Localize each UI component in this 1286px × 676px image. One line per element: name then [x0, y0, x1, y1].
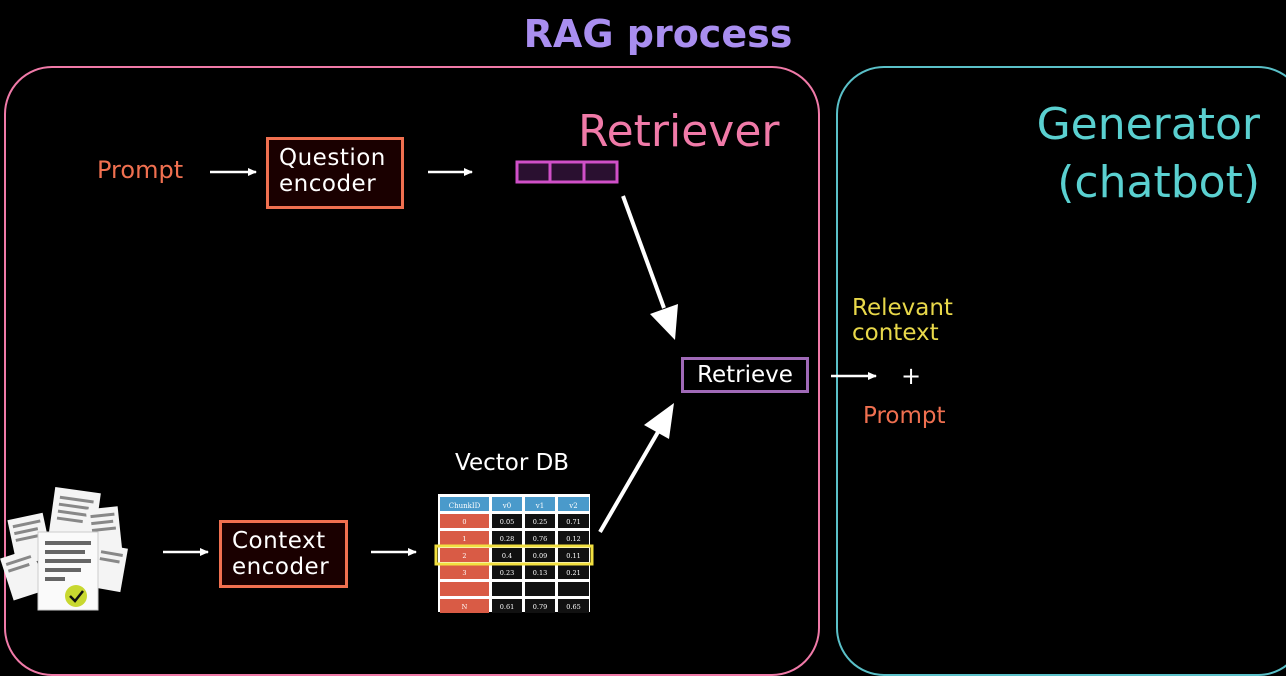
- vector-db-header-text: v0: [502, 502, 511, 510]
- vector-db-cell: [440, 531, 489, 545]
- question-encoder-line1: Question: [279, 145, 386, 171]
- arrow-vector-to-retrieve: [621, 195, 678, 340]
- vector-db-cell-text: 0.65: [566, 603, 580, 611]
- vector-db-label: Vector DB: [455, 450, 570, 476]
- vector-db-cell-text: 0.25: [533, 518, 547, 526]
- documents-icon: [0, 487, 128, 611]
- vector-db-cell: [492, 582, 522, 596]
- vector-db-header-cell: [558, 497, 589, 511]
- vector-db-table: ChunkID v0 v1 v2 0 0.05 0.25 0.71 1 0.28 0.76 0.12 2…: [434, 494, 594, 613]
- output-prompt-label: Prompt: [863, 403, 946, 429]
- vector-db-cell-text: 0.12: [566, 535, 580, 543]
- generator-label: Generator (chatbot): [1037, 96, 1260, 212]
- vector-db-cell: [558, 599, 589, 613]
- vector-db-highlight-row: [434, 544, 594, 566]
- vector-db-cell: [440, 582, 489, 596]
- prompt-input-label: Prompt: [97, 156, 184, 184]
- vector-db-cell: [558, 514, 589, 528]
- context-encoder-box: Context encoder: [219, 520, 348, 588]
- context-encoder-line1: Context: [232, 528, 326, 554]
- vector-db-cell: [440, 599, 489, 613]
- vector-db-header-cell: [440, 497, 489, 511]
- retriever-label: Retriever: [578, 106, 780, 157]
- vector-db-cell: [440, 548, 489, 562]
- vector-db-cell: [440, 514, 489, 528]
- relevant-context-line1: Relevant: [852, 295, 953, 321]
- diagram-graphics: ChunkID v0 v1 v2 0 0.05 0.25 0.71 1 0.28 0.76 0.12 2…: [0, 160, 877, 613]
- vector-db-header-cell: [492, 497, 522, 511]
- arrow-vectordb-to-retrieve: [598, 403, 674, 534]
- vector-db-cell-text: 2: [462, 552, 466, 560]
- vector-db-cell-text: 0.28: [500, 535, 514, 543]
- vector-db-cell: [525, 548, 555, 562]
- vector-db-cell-text: 0.61: [500, 603, 514, 611]
- vector-db-cell-text: 0.11: [566, 552, 580, 560]
- vector-db-cell: [558, 582, 589, 596]
- plus-sign: +: [901, 362, 922, 390]
- vector-db-header-text: ChunkID: [449, 502, 481, 510]
- vector-db-cell-text: 0.09: [533, 552, 547, 560]
- vector-db-cell: [440, 565, 489, 579]
- vector-db-cell-text: 0.4: [502, 552, 512, 560]
- vector-db-header-text: v2: [568, 502, 577, 510]
- generator-label-line1: Generator: [1036, 99, 1260, 150]
- vector-db-cell: [525, 565, 555, 579]
- vector-db-header-cell: [525, 497, 555, 511]
- vector-db-cell-text: 0.79: [533, 603, 547, 611]
- vector-db-cell-text: 0.71: [566, 518, 580, 526]
- vector-db-cell-text: 1: [462, 535, 466, 543]
- vector-db-cell: [525, 531, 555, 545]
- vector-db-cell-text: 0.21: [566, 569, 580, 577]
- vector-db-cell: [558, 548, 589, 562]
- vector-db-cell-text: 3: [462, 569, 466, 577]
- vector-db-cell: [492, 514, 522, 528]
- relevant-context-line2: context: [852, 320, 939, 346]
- vector-db-cell: [492, 531, 522, 545]
- question-encoder-line2: encoder: [279, 171, 377, 197]
- vector-db-cell: [558, 565, 589, 579]
- vector-db-cell-text: 0.13: [533, 569, 547, 577]
- vector-db-cell-text: N: [462, 603, 468, 611]
- vector-db-cell-text: 0.76: [533, 535, 547, 543]
- context-encoder-line2: encoder: [232, 554, 330, 580]
- vector-db-cell: [525, 599, 555, 613]
- diagram-title: RAG process: [523, 12, 793, 56]
- generator-label-line2: (chatbot): [1057, 157, 1260, 208]
- vector-db-cell: [492, 565, 522, 579]
- vector-db-cell: [525, 514, 555, 528]
- vector-db-cell: [492, 548, 522, 562]
- vector-db-cell: [525, 582, 555, 596]
- vector-db-cell-text: 0: [462, 518, 466, 526]
- vector-db-cell: [558, 531, 589, 545]
- query-embedding-vector: [515, 160, 619, 184]
- vector-db-cell-text: 0.05: [500, 518, 514, 526]
- vector-db-header-text: v1: [535, 502, 544, 510]
- retrieve-box: Retrieve: [681, 357, 809, 393]
- vector-db-cell-text: 0.23: [500, 569, 514, 577]
- question-encoder-box: Question encoder: [266, 137, 404, 209]
- relevant-context-label: Relevant context: [852, 296, 953, 346]
- vector-db-cell: [492, 599, 522, 613]
